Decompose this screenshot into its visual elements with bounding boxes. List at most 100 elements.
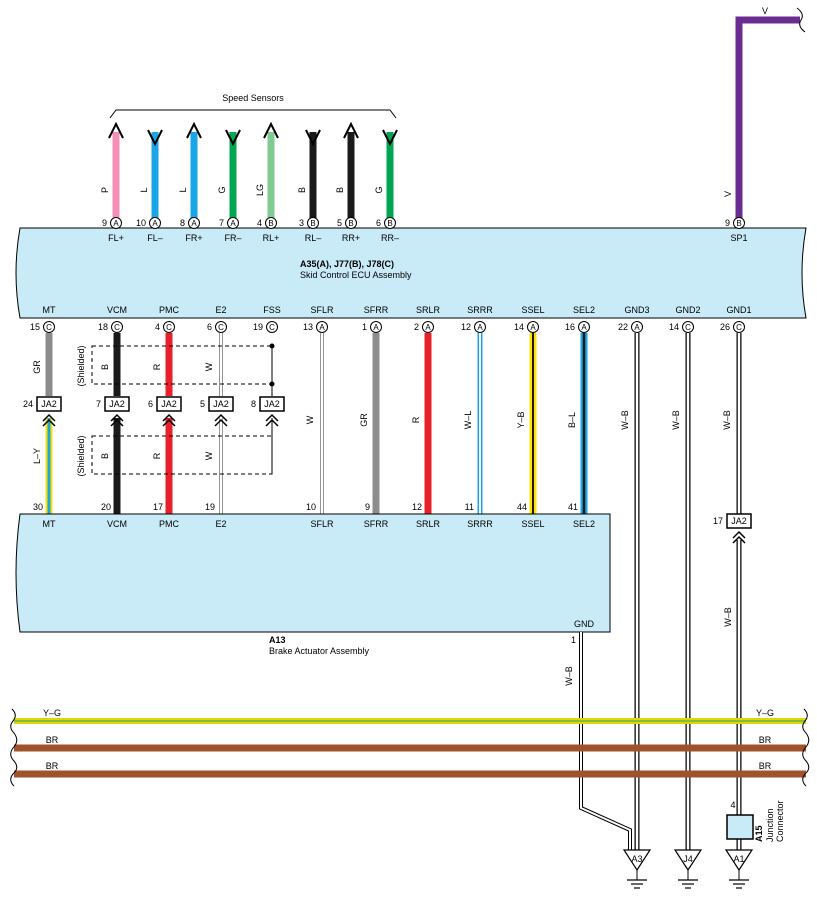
sp1-wire-color: V bbox=[723, 191, 733, 197]
junction-connector-name-1: Junction bbox=[765, 808, 775, 842]
ground-icon-A3: A3 bbox=[622, 849, 652, 889]
wire-label-vcm-lower: B bbox=[100, 453, 110, 459]
bus-break-left bbox=[10, 708, 18, 787]
speed-sensor-wire-RL+: LG bbox=[255, 121, 279, 218]
ecu-bottom-terminal-FSS: FSS bbox=[263, 305, 281, 315]
ecu-top-pin-RL+-conn: B bbox=[268, 219, 273, 228]
ecu-top-pin-RL–-conn: B bbox=[310, 219, 315, 228]
actuator-box bbox=[15, 513, 611, 633]
ja2-connector-6-pin: 6 bbox=[148, 399, 153, 409]
shield-junction-1 bbox=[269, 343, 275, 349]
actuator-pin-number-PMC: 17 bbox=[153, 502, 163, 512]
ecu-top-terminal: FL– bbox=[147, 233, 163, 243]
ecu-top-pin-RL+-circle bbox=[265, 217, 277, 229]
ecu-bottom-terminal-SSEL: SSEL bbox=[521, 305, 544, 315]
speed-sensor-wire-color: B bbox=[335, 187, 345, 193]
ja2-connector-17-pin: 17 bbox=[713, 516, 723, 526]
speed-sensor-wire-color: L bbox=[139, 187, 149, 192]
speed-sensor-wire-RR–: G bbox=[374, 129, 398, 218]
ja2-connector-6: JA2 6 bbox=[148, 396, 182, 427]
junction-connector-name-2: Connector bbox=[775, 800, 785, 842]
ecu-bottom-pin-MT-circle bbox=[43, 321, 55, 333]
ecu-bottom-pin-SFRR-circle bbox=[370, 321, 382, 333]
ecu-bottom-pin-number: 22 bbox=[618, 322, 628, 332]
ecu-top-pin-RR–-circle bbox=[384, 217, 396, 229]
ecu-top-pin-FL–-circle bbox=[149, 217, 161, 229]
gnd1-lower-wire-color: W–B bbox=[723, 607, 733, 627]
ja2-connector-8-pin: 8 bbox=[251, 399, 256, 409]
chevron-up-icon bbox=[162, 418, 176, 427]
wire-label-e2-lower: W bbox=[204, 451, 214, 460]
bus-label-right-2: BR bbox=[759, 735, 772, 745]
ecu-top-terminal: FR– bbox=[224, 233, 241, 243]
ja2-connector-6-box bbox=[156, 396, 182, 412]
actuator-terminal-VCM: VCM bbox=[107, 519, 127, 529]
chevron-up-icon bbox=[110, 413, 124, 422]
ecu-bottom-pin-SSEL-conn: A bbox=[530, 323, 536, 332]
ecu-bottom-pin-E2-conn: C bbox=[218, 323, 224, 332]
speed-sensor-wire-RR+: B bbox=[335, 121, 359, 218]
ecu-bottom-pin-SEL2-conn: A bbox=[581, 323, 587, 332]
arrow-up-icon bbox=[186, 121, 202, 139]
bus-label-left-1: Y–G bbox=[43, 708, 61, 718]
ja2-connector-17-box bbox=[726, 513, 752, 529]
wire-label-SRRR: W–L bbox=[463, 411, 473, 430]
wire-label-vcm-upper: B bbox=[100, 364, 110, 370]
ecu-top-pin-number: 3 bbox=[299, 218, 304, 228]
speed-sensor-wire-color: B bbox=[297, 187, 307, 193]
ground-icon-A1: A1 bbox=[724, 849, 754, 889]
ecu-top-pin-RR–-conn: B bbox=[387, 219, 392, 228]
ecu-top-pin-RR+-conn: B bbox=[348, 219, 353, 228]
wire-label-gnd1: W–B bbox=[722, 410, 732, 430]
ecu-bottom-pin-number: 13 bbox=[303, 322, 313, 332]
chevron-up-icon bbox=[265, 413, 279, 422]
ecu-sp1-pin-circle bbox=[733, 217, 745, 229]
ecu-bottom-terminal-GND3: GND3 bbox=[624, 305, 649, 315]
arrow-down-icon bbox=[382, 129, 398, 147]
ja2-connector-8-label: JA2 bbox=[264, 399, 280, 409]
speed-sensor-wire-FL–: L bbox=[139, 129, 163, 218]
ecu-top-terminal: RR– bbox=[381, 233, 399, 243]
actuator-pin-number-SSEL: 44 bbox=[517, 502, 527, 512]
bus-label-right-3: BR bbox=[759, 761, 772, 771]
speed-sensor-wire-FL+: P bbox=[100, 121, 124, 218]
ecu-top-pin-number: 4 bbox=[257, 218, 262, 228]
ecu-top-pin-number: 5 bbox=[337, 218, 342, 228]
wire-label-SEL2: B–L bbox=[567, 412, 577, 428]
ecu-bottom-pin-number: 16 bbox=[565, 322, 575, 332]
bus-label-left-3: BR bbox=[46, 761, 59, 771]
wire-label-gnd3: W–B bbox=[620, 410, 630, 430]
ecu-top-terminal: RR+ bbox=[342, 233, 360, 243]
ecu-bottom-pin-FSS-circle bbox=[266, 321, 278, 333]
ja2-connector-24-box bbox=[36, 396, 62, 412]
ecu-top-pin-number: 10 bbox=[136, 218, 146, 228]
ecu-bottom-terminal-GND1: GND1 bbox=[726, 305, 751, 315]
actuator-name: Brake Actuator Assembly bbox=[269, 646, 370, 656]
ecu-bottom-pin-number: 14 bbox=[514, 322, 524, 332]
ecu-sp1-pin-conn: B bbox=[736, 219, 741, 228]
ecu-bottom-pin-number: 26 bbox=[720, 322, 730, 332]
wire-label-gnd2: W–B bbox=[671, 410, 681, 430]
shield-junction-2 bbox=[269, 381, 275, 387]
ecu-bottom-pin-number: 4 bbox=[155, 322, 160, 332]
ecu-bottom-pin-GND2-circle bbox=[682, 321, 694, 333]
speed-sensor-wire-FR–: G bbox=[217, 129, 241, 218]
ground-label-A3: A3 bbox=[631, 854, 642, 864]
ecu-bottom-pin-E2-circle bbox=[215, 321, 227, 333]
arrow-up-icon bbox=[343, 121, 359, 139]
speed-sensors-bracket bbox=[109, 109, 397, 119]
chevron-up-icon bbox=[42, 413, 56, 422]
ja2-connector-7-label: JA2 bbox=[109, 399, 125, 409]
actuator-terminal-PMC: PMC bbox=[159, 519, 180, 529]
wire-label-pmc-upper: R bbox=[152, 363, 162, 370]
arrow-up-icon bbox=[263, 121, 279, 139]
actuator-gnd-pin: 1 bbox=[571, 635, 576, 645]
bus-label-left-2: BR bbox=[46, 735, 59, 745]
actuator-gnd-wire-outline bbox=[579, 632, 632, 850]
actuator-pin-number-SEL2: 41 bbox=[568, 502, 578, 512]
ja2-connector-6-label: JA2 bbox=[161, 399, 177, 409]
ecu-bottom-pin-GND3-circle bbox=[631, 321, 643, 333]
ecu-bottom-pin-number: 2 bbox=[414, 322, 419, 332]
ecu-top-pin-number: 9 bbox=[102, 218, 107, 228]
